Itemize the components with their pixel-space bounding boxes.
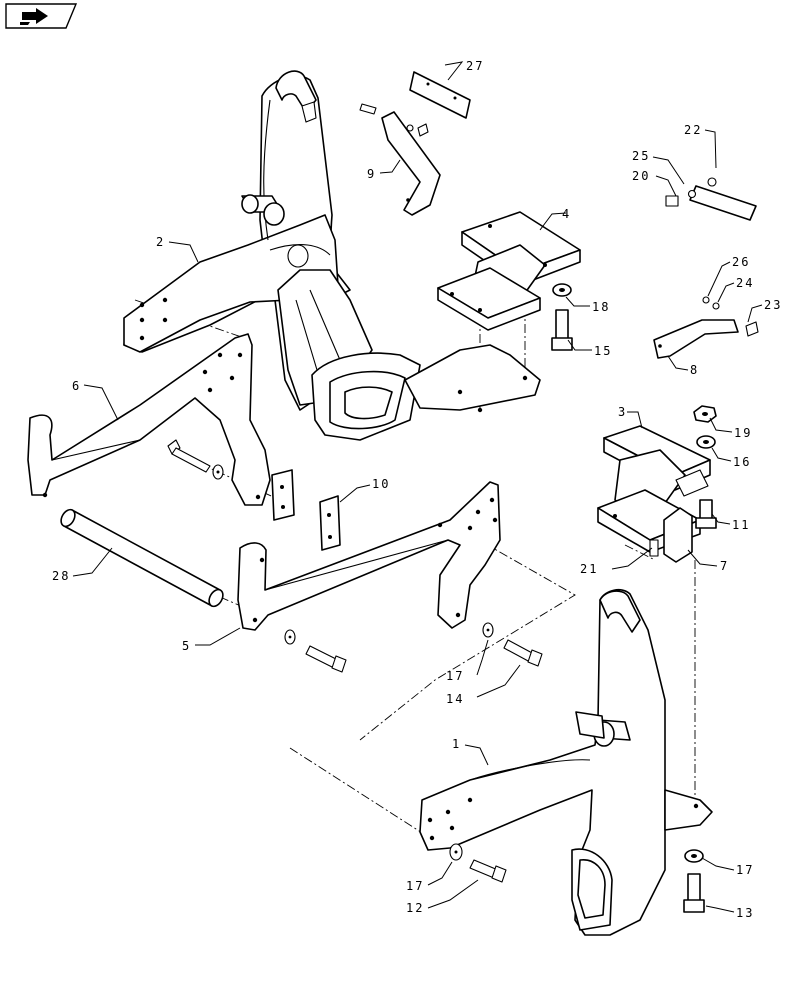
callout-27: 27: [466, 59, 484, 73]
callout-25: 25: [632, 149, 650, 163]
part-7-block: [663, 507, 693, 563]
callout-20: 20: [632, 169, 650, 183]
part-16-washer: [696, 435, 716, 449]
bolt-and-washer-6: [167, 439, 224, 480]
callout-7: 7: [720, 559, 729, 573]
bolt-and-washer-5a: [284, 629, 347, 673]
callout-10: 10: [372, 477, 390, 491]
callout-15: 15: [594, 344, 612, 358]
part-2-guide-pad: [311, 344, 541, 441]
callout-24: 24: [736, 276, 754, 290]
washer-17-left: [449, 843, 463, 861]
callout-4: 4: [562, 207, 571, 221]
callout-8: 8: [690, 363, 699, 377]
part-19-nut: [693, 405, 717, 423]
part-27-plate: [409, 71, 471, 119]
callout-17c: 17: [736, 863, 754, 877]
leader-lines: [72, 61, 763, 913]
callout-3: 3: [618, 405, 627, 419]
washer-17-right: [684, 849, 704, 863]
return-button[interactable]: [5, 3, 78, 29]
part-6-left-bracket: [27, 333, 271, 506]
callout-26: 26: [732, 255, 750, 269]
callout-9: 9: [367, 167, 376, 181]
callout-14: 14: [446, 692, 464, 706]
small-plate: [271, 469, 295, 521]
callout-17a: 17: [446, 669, 464, 683]
part-10-plate: [319, 495, 341, 551]
callout-16: 16: [733, 455, 751, 469]
callout-28: 28: [52, 569, 70, 583]
callout-19: 19: [734, 426, 752, 440]
callout-2: 2: [156, 235, 165, 249]
callout-labels: 1 2 3 4 5 6 7 8 9 10 11 12 13 14 15 16 1…: [52, 59, 782, 920]
callout-23: 23: [764, 298, 782, 312]
callout-12: 12: [406, 901, 424, 915]
callout-13: 13: [736, 906, 754, 920]
return-arrow-icon: [20, 8, 48, 25]
callout-21: 21: [580, 562, 598, 576]
callout-11: 11: [732, 518, 750, 532]
part-21-screw: [649, 539, 659, 557]
part-18-washer: [552, 283, 572, 297]
callout-18: 18: [592, 300, 610, 314]
part-22-plate: [665, 177, 757, 221]
bolt-and-washer-5b: [482, 622, 543, 667]
part-11-bolt: [695, 499, 717, 529]
callout-5: 5: [182, 639, 191, 653]
part-9-bracket: [359, 103, 441, 216]
callout-6: 6: [72, 379, 81, 393]
callout-22: 22: [684, 123, 702, 137]
part-28-rod: [60, 508, 224, 608]
part-8-bracket: [653, 296, 759, 359]
part-15-bolt: [551, 309, 573, 351]
callout-17b: 17: [406, 879, 424, 893]
part-13-bolt: [683, 873, 705, 913]
part-4-mount: [437, 211, 581, 331]
part-5-bracket: [237, 481, 501, 631]
part-3-mount: [597, 425, 711, 553]
part-1-frame: [419, 588, 713, 936]
callout-1: 1: [452, 737, 461, 751]
part-12-bolt: [469, 859, 507, 883]
part-2-frame-bracket: [123, 70, 373, 411]
